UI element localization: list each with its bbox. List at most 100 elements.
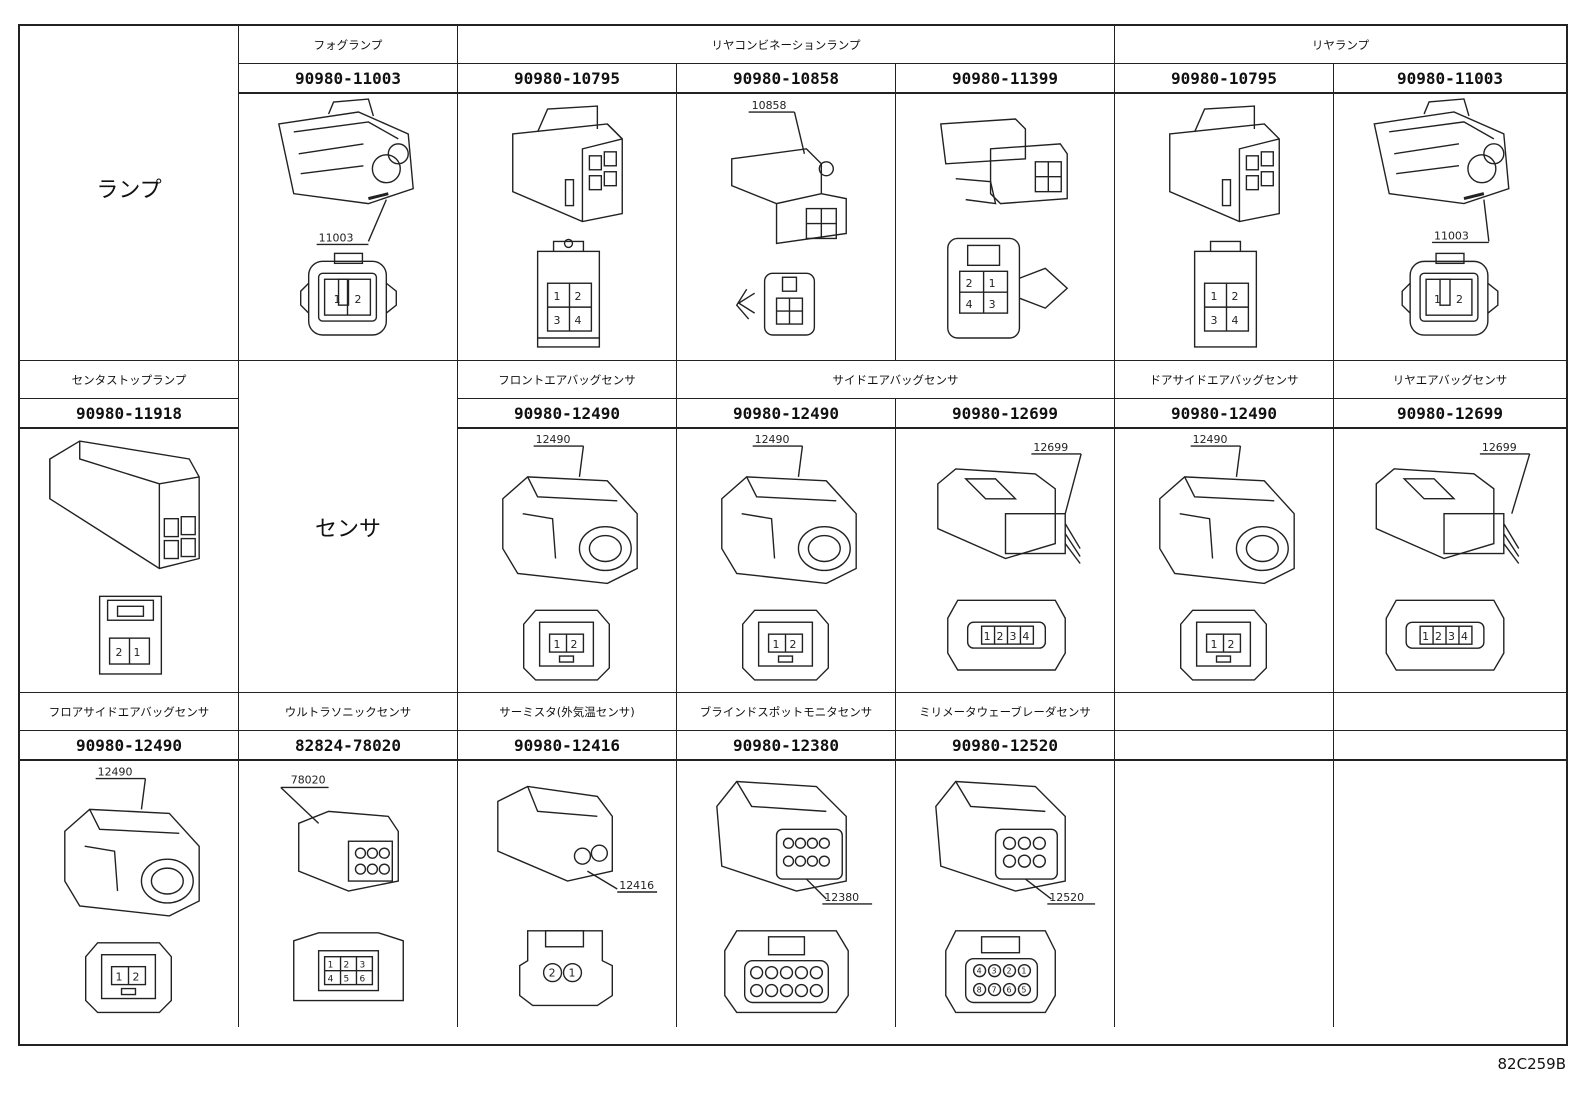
empty-part-number-cell <box>1115 731 1334 761</box>
header-millimeter-wave-radar-sensor: ミリメータウェーブレーダセンサ <box>896 693 1115 731</box>
part-number: 90980-12490 <box>458 399 677 429</box>
connector-body-drawing <box>64 808 200 917</box>
pin-number: 1 <box>989 277 996 290</box>
pin-number: 3 <box>992 967 997 976</box>
pin-number: 2 <box>1006 967 1011 976</box>
callout-leader <box>1235 445 1242 477</box>
pin-number: 4 <box>1022 630 1029 643</box>
pin-number: 6 <box>359 975 365 985</box>
category-lamp: ランプ <box>20 26 239 361</box>
connector-body-drawing <box>1373 98 1510 205</box>
callout-label: 11003 <box>319 231 354 244</box>
connector-face-drawing <box>519 930 613 1007</box>
connector-body-drawing <box>716 780 847 892</box>
pin-number: 1 <box>1021 967 1026 976</box>
pin-number: 2 <box>1435 630 1442 643</box>
connector-face-drawing <box>947 599 1066 671</box>
pin-number: 2 <box>997 630 1004 643</box>
pin-number: 2 <box>116 646 123 659</box>
header-door-side-airbag-sensor: ドアサイドエアバッグセンサ <box>1115 361 1334 399</box>
pin-number: 1 <box>554 290 561 303</box>
callout-leader <box>367 199 387 242</box>
part-number: 90980-11003 <box>1334 64 1566 94</box>
connector-body-drawing <box>49 440 200 570</box>
connector-face-drawing <box>523 609 611 681</box>
connector-body-drawing <box>1375 468 1520 564</box>
header-rear-airbag-sensor: リヤエアバッグセンサ <box>1334 361 1566 399</box>
part-number: 90980-12699 <box>896 399 1115 429</box>
header-center-stop-lamp: センタストップランプ <box>20 361 239 399</box>
connector-mmwave-12520: 12520 4 3 2 1 8 7 6 5 <box>896 761 1115 1027</box>
header-fog-lamp: フォグランプ <box>239 26 458 64</box>
pin-number: 2 <box>1231 290 1238 303</box>
header-side-airbag-sensor: サイドエアバッグセンサ <box>677 361 1115 399</box>
part-number: 90980-11918 <box>20 399 239 429</box>
connector-rearcombo-10858: 10858 <box>677 94 896 361</box>
part-number: 90980-12380 <box>677 731 896 761</box>
part-number: 90980-12699 <box>1334 399 1566 429</box>
pin-number: 2 <box>789 638 796 651</box>
callout-label: 10858 <box>752 99 787 112</box>
connector-body-drawing <box>721 476 857 585</box>
pin-number: 1 <box>554 638 561 651</box>
callout-label: 12380 <box>824 891 859 904</box>
pin-number: 6 <box>1006 986 1011 995</box>
connector-door-airbag-12490: 12490 1 2 <box>1115 429 1334 693</box>
header-rear-lamp: リヤランプ <box>1115 26 1566 64</box>
pin-number: 5 <box>1021 986 1026 995</box>
category-sensor: センサ <box>239 361 458 693</box>
part-number: 90980-12490 <box>1115 399 1334 429</box>
part-number: 90980-10795 <box>458 64 677 94</box>
pin-number: 7 <box>992 986 997 995</box>
connector-rear-10795: 1 2 3 4 <box>1115 94 1334 361</box>
pin-number: 1 <box>568 967 575 980</box>
connector-rearcombo-10795: 1 2 3 4 <box>458 94 677 361</box>
pin-number: 2 <box>344 961 350 971</box>
pin-number: 2 <box>1456 293 1463 306</box>
pin-number: 4 <box>328 975 334 985</box>
pin-number: 1 <box>133 646 140 659</box>
connector-body-drawing <box>277 98 414 205</box>
callout-leader <box>1511 453 1531 514</box>
part-number: 90980-12490 <box>20 731 239 761</box>
header-front-airbag-sensor: フロントエアバッグセンサ <box>458 361 677 399</box>
header-thermistor: サーミスタ(外気温センサ) <box>458 693 677 731</box>
empty-header-cell <box>1115 693 1334 731</box>
connector-body-drawing <box>940 118 1068 205</box>
pin-number: 4 <box>1461 630 1468 643</box>
category-sensor-label: センサ <box>314 516 381 542</box>
callout-leader <box>1064 453 1082 514</box>
part-number: 90980-11399 <box>896 64 1115 94</box>
header-ultrasonic-sensor: ウルトラソニックセンサ <box>239 693 458 731</box>
part-number: 90980-11003 <box>239 64 458 94</box>
connector-body-drawing <box>502 476 638 585</box>
empty-header-cell <box>1334 693 1566 731</box>
pin-number: 2 <box>966 277 973 290</box>
pin-number: 1 <box>334 293 341 306</box>
callout-leader <box>797 445 804 477</box>
pin-number: 1 <box>773 638 780 651</box>
connector-face-drawing <box>1385 599 1505 671</box>
pin-number: 1 <box>328 961 334 971</box>
connector-face-drawing <box>1180 609 1268 681</box>
callout-leader <box>805 878 827 900</box>
pin-number: 1 <box>1211 290 1218 303</box>
empty-part-number-cell <box>1334 731 1566 761</box>
callout-leader <box>587 870 618 890</box>
part-number: 90980-10795 <box>1115 64 1334 94</box>
pin-number: 2 <box>132 971 139 984</box>
connector-rear-airbag-12699: 12699 1 2 3 4 <box>1334 429 1566 693</box>
connector-side-airbag-12699: 12699 1 2 3 4 <box>896 429 1115 693</box>
pin-number: 3 <box>359 961 365 971</box>
pin-number: 3 <box>1448 630 1455 643</box>
header-rear-combination-lamp: リヤコンビネーションランプ <box>458 26 1115 64</box>
callout-label: 12490 <box>755 433 790 446</box>
pin-number: 2 <box>1227 638 1234 651</box>
header-floor-side-airbag-sensor: フロアサイドエアバッグセンサ <box>20 693 239 731</box>
pin-number: 1 <box>1211 638 1218 651</box>
connector-rear-11003: 11003 1 2 <box>1334 94 1566 361</box>
pin-number: 3 <box>1211 314 1218 327</box>
pin-number: 2 <box>570 638 577 651</box>
callout-label: 12699 <box>1482 441 1517 454</box>
empty-picture-cell <box>1334 761 1566 1027</box>
